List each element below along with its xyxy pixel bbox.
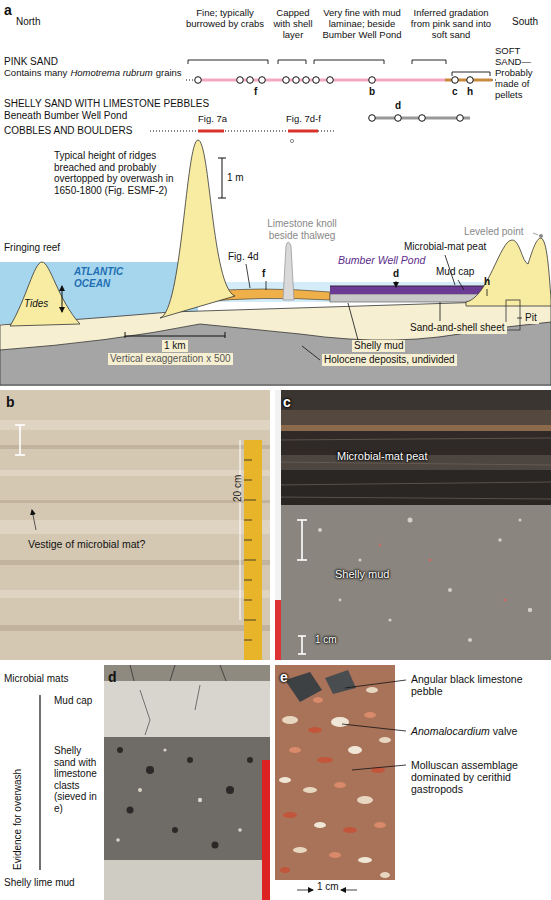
annotation-label: COBBLES AND BOULDERS bbox=[4, 125, 132, 137]
panel-label: Shelly mud bbox=[335, 568, 389, 581]
annotation-label: SHELLY SAND WITH LIMESTONE PEBBLES bbox=[4, 98, 209, 110]
panel-label: Shelly sand with limestone clasts (sieve… bbox=[54, 745, 102, 814]
panel-label: 1 cm bbox=[315, 634, 337, 646]
panel-label: Molluscan assemblage dominated by cerith… bbox=[411, 759, 543, 795]
panel-label: 1 cm bbox=[317, 881, 339, 893]
annotation-label: North bbox=[16, 16, 40, 28]
panel-label: b bbox=[6, 394, 15, 410]
annotation-label: d bbox=[393, 268, 399, 280]
annotation-label: Sand-and-shell sheet bbox=[408, 322, 507, 334]
photo-panel: d Microbial matsMud capEvidence for overw… bbox=[0, 665, 270, 900]
annotation-label: Fine; typically burrowed by crabs bbox=[181, 8, 269, 30]
annotation-label: h bbox=[484, 276, 490, 288]
annotation-label: Fringing reef bbox=[4, 242, 60, 254]
annotation-label: PINK SAND bbox=[4, 56, 58, 68]
annotation-label: Limestone knoll beside thalweg bbox=[262, 218, 342, 241]
annotation-label: Pit bbox=[523, 312, 539, 324]
panel-label: Angular black limestone pebble bbox=[411, 673, 539, 697]
panel-label: Anomalocardium bbox=[411, 725, 490, 737]
annotation-label: Inferred gradation from pink sand into s… bbox=[408, 8, 494, 41]
annotation-label: f bbox=[262, 268, 265, 280]
panel-label: Mud cap bbox=[54, 695, 92, 707]
annotation-label: Tides bbox=[24, 298, 48, 310]
annotation-label: f bbox=[254, 86, 257, 98]
photo-panel: e Angular black limestone pebbleAnomaloca… bbox=[275, 665, 551, 900]
annotation-label: 1 km bbox=[162, 340, 188, 352]
annotation-label: Fig. 4d bbox=[228, 251, 259, 263]
panel-label: c bbox=[283, 394, 291, 410]
annotation-label: b bbox=[369, 86, 375, 98]
annotation-label: Bumber Well Pond bbox=[338, 254, 425, 266]
annotation-label: ATLANTIC OCEAN bbox=[74, 266, 144, 289]
panel-label: Microbial-mat peat bbox=[337, 450, 427, 463]
annotation-label: c bbox=[452, 86, 458, 98]
photo-panel: b 20 cm Vestige of microbial mat? bbox=[0, 390, 270, 660]
annotation-label: South bbox=[512, 16, 538, 28]
panel-label: d bbox=[108, 669, 117, 685]
annotation-label: Fig. 7a bbox=[198, 114, 227, 125]
annotation-label: Homotrema rubrum bbox=[70, 68, 152, 79]
label-group: Anomalocardiumvalve bbox=[411, 725, 517, 737]
annotation-label: Shelly mud bbox=[352, 340, 405, 352]
label-group: Contains manyHomotrema rubrum grains bbox=[4, 68, 182, 79]
panel-label: Vestige of microbial mat? bbox=[28, 538, 145, 550]
annotation-label: Capped with shell layer bbox=[270, 8, 316, 41]
annotation-label: 1 m bbox=[227, 172, 244, 184]
annotation-label: Holocene deposits, undivided bbox=[322, 354, 457, 366]
annotation-label: Mud cap bbox=[436, 266, 474, 278]
annotation-label: h bbox=[467, 86, 473, 98]
annotation-label: SOFT SAND—Probably made of pellets bbox=[495, 46, 547, 101]
panel-label: Microbial mats bbox=[4, 673, 68, 685]
panel-label: 20 cm bbox=[232, 475, 244, 502]
annotation-label: Vertical exaggeration x 500 bbox=[108, 353, 233, 365]
annotation-label: Beneath Bumber Well Pond bbox=[4, 110, 127, 122]
annotation-label: Leveled point bbox=[464, 226, 524, 238]
annotation-label: Very fine with mud laminae; beside Bumbe… bbox=[318, 8, 406, 41]
annotation-label: a bbox=[4, 2, 12, 18]
photo-panel: cMicrobial-mat peatShelly mud 1 cm bbox=[275, 390, 551, 660]
annotation-label: Typical height of ridges breached and pr… bbox=[54, 150, 184, 196]
panel-label: e bbox=[280, 669, 288, 685]
annotation-label: grains bbox=[156, 68, 182, 79]
panel-label: Evidence for overwash bbox=[12, 769, 24, 870]
panel-label: Shelly lime mud bbox=[4, 877, 75, 889]
annotation-label: Contains many bbox=[4, 68, 67, 79]
annotation-label: d bbox=[395, 100, 401, 112]
panel-label: valve bbox=[493, 725, 518, 737]
annotation-label: Microbial-mat peat bbox=[404, 241, 486, 253]
annotation-label: Fig. 7d-f bbox=[286, 114, 321, 125]
